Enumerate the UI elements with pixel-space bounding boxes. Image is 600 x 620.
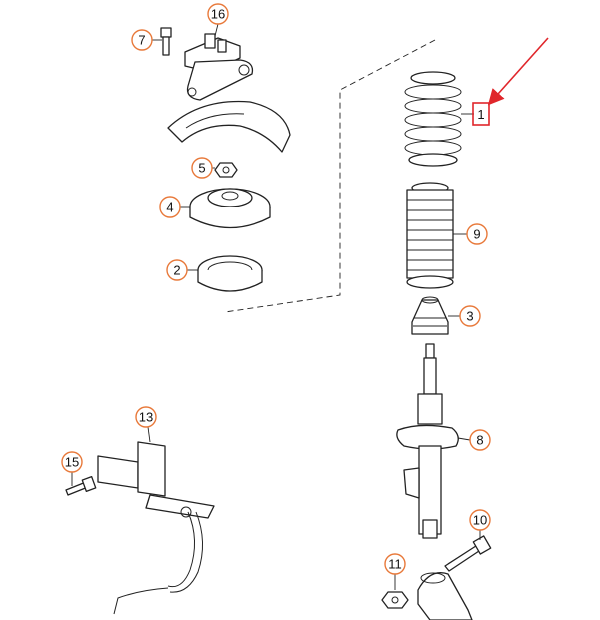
leader-lines — [71, 23, 481, 590]
callout-11: 11 — [384, 553, 406, 575]
svg-text:10: 10 — [473, 513, 487, 528]
callout-13: 13 — [135, 406, 157, 428]
bump-stop-part — [411, 296, 449, 335]
strut-mount-part — [189, 188, 271, 229]
callout-3: 3 — [459, 305, 481, 327]
callout-1: 1 — [477, 107, 484, 122]
callout-10: 10 — [469, 509, 491, 531]
callout-5: 5 — [191, 157, 213, 179]
bearing-part — [197, 255, 263, 292]
callout-16: 16 — [207, 3, 229, 25]
callout-9: 9 — [466, 223, 488, 245]
highlight-box — [472, 102, 490, 126]
group-dash-outline — [224, 39, 436, 313]
nut-part — [214, 162, 238, 178]
knuckle-part — [417, 572, 473, 620]
nut-11-part — [381, 591, 409, 609]
dust-boot-part — [406, 182, 454, 289]
highlight-arrow — [487, 37, 549, 106]
svg-text:2: 2 — [173, 263, 180, 278]
svg-text:8: 8 — [476, 433, 483, 448]
svg-text:13: 13 — [139, 410, 153, 425]
bolt-part — [160, 27, 172, 56]
callout-2: 2 — [166, 259, 188, 281]
bolt-10-part — [444, 535, 492, 572]
svg-text:7: 7 — [138, 33, 145, 48]
upper-bracket-part — [184, 33, 254, 101]
bolt-15-part — [65, 476, 97, 496]
heat-shield-part — [167, 100, 291, 153]
callout-8: 8 — [469, 429, 491, 451]
level-sensor-part — [97, 441, 215, 615]
svg-text:5: 5 — [198, 161, 205, 176]
svg-text:16: 16 — [211, 7, 225, 22]
coil-spring-part — [404, 71, 462, 167]
svg-text:11: 11 — [388, 557, 402, 572]
svg-text:4: 4 — [166, 200, 173, 215]
svg-text:9: 9 — [473, 227, 480, 242]
callout-4: 4 — [159, 196, 181, 218]
svg-text:3: 3 — [466, 309, 473, 324]
shock-absorber-part — [396, 343, 459, 539]
svg-text:1: 1 — [477, 107, 484, 122]
svg-text:15: 15 — [65, 455, 79, 470]
callout-7: 7 — [131, 29, 153, 51]
callout-15: 15 — [61, 451, 83, 473]
